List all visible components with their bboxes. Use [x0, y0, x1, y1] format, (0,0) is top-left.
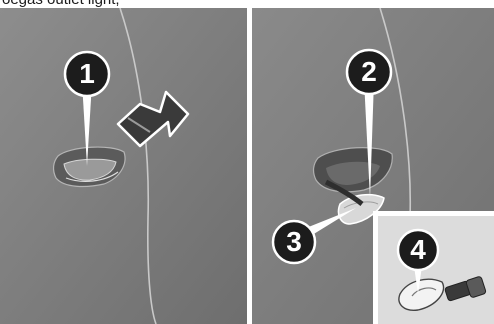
courtesy-light-panel: 2 3 4 — [252, 8, 494, 324]
caption-strip: oegas outlet light; — [0, 0, 494, 8]
caption-text: oegas outlet light; — [2, 0, 120, 8]
door-handle-illustration — [0, 8, 247, 324]
door-handle-panel: 1 — [0, 8, 247, 324]
callout-2-label: 2 — [349, 52, 389, 92]
callout-1-label: 1 — [67, 54, 107, 94]
callout-4-label: 4 — [398, 230, 438, 270]
callout-3-label: 3 — [274, 222, 314, 262]
